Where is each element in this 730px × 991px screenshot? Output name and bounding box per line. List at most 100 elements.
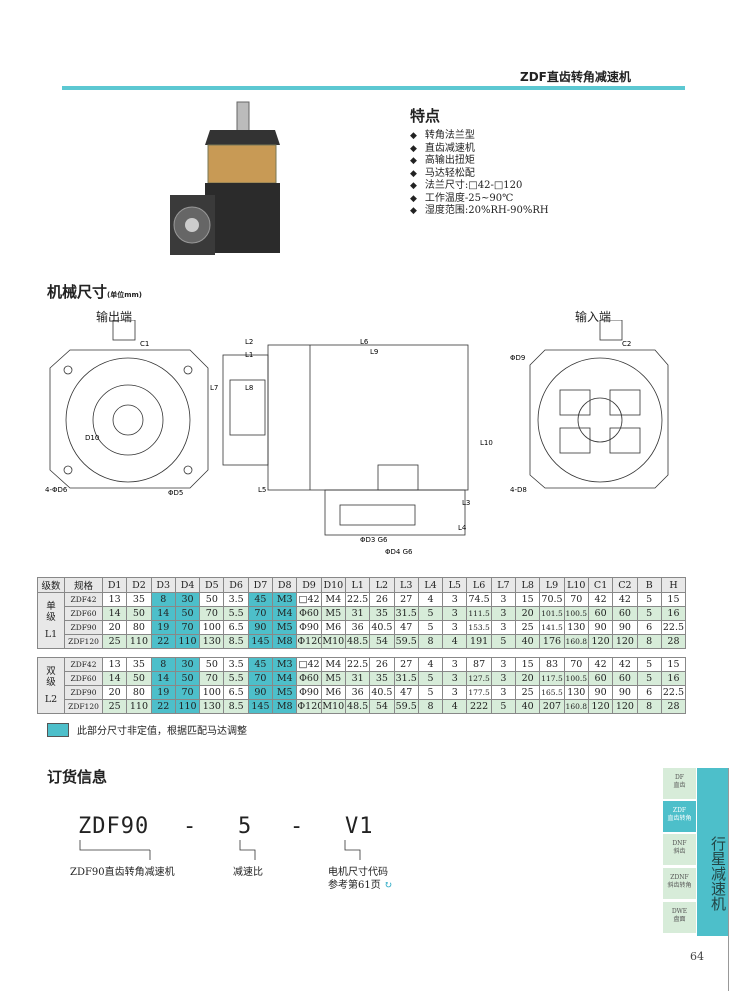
value-cell: 48.5 <box>344 699 371 714</box>
value-cell: 4 <box>417 592 444 607</box>
column-header: D9 <box>296 577 322 593</box>
value-cell: 3 <box>490 685 517 700</box>
value-cell: □42 <box>296 592 322 607</box>
value-cell: 25 <box>101 699 128 714</box>
dimension-drawing: C1 C2 L2 L1 L6 L9 L7 L8 L5 L10 L3 L4 ΦD3… <box>45 320 669 556</box>
value-cell: 120 <box>587 699 614 714</box>
order-code-model: ZDF90 <box>78 814 150 839</box>
dim-l1: L1 <box>245 351 253 359</box>
value-cell: 4 <box>442 699 468 714</box>
value-cell: M5 <box>272 620 298 635</box>
value-cell: 8 <box>417 634 444 649</box>
feature-item: 湿度范围:20%RH-90%RH <box>410 205 549 218</box>
value-cell: M4 <box>272 671 298 686</box>
value-cell: 3.5 <box>223 657 249 672</box>
value-cell: 70 <box>247 606 274 621</box>
value-cell: 90 <box>612 685 638 700</box>
model-cell: ZDF42 <box>64 657 103 672</box>
value-cell: 3 <box>442 685 468 700</box>
value-cell: 28 <box>660 699 687 714</box>
feature-item: 工作温度-25~90℃ <box>410 193 549 206</box>
value-cell: 3.5 <box>223 592 249 607</box>
value-cell: M5 <box>320 671 346 686</box>
value-cell: 130 <box>563 620 589 635</box>
product-image <box>170 101 280 255</box>
features-title: 特点 <box>410 107 441 125</box>
value-cell: 36 <box>344 685 371 700</box>
value-cell: 60 <box>612 671 638 686</box>
value-cell: 45 <box>247 657 274 672</box>
value-cell: 59.5 <box>393 699 419 714</box>
value-cell: 19 <box>150 685 176 700</box>
value-cell: 14 <box>150 606 176 621</box>
order-label-ref[interactable]: 参考第61页 ↻ <box>328 876 392 891</box>
value-cell: 5 <box>636 671 662 686</box>
value-cell: 5 <box>636 657 662 672</box>
value-cell: 35 <box>126 657 152 672</box>
dim-l4: L4 <box>458 524 467 532</box>
value-cell: 100.5 <box>563 606 589 621</box>
value-cell: 222 <box>466 699 492 714</box>
value-cell: 22 <box>150 634 176 649</box>
feature-item: 马达轻松配 <box>410 168 549 181</box>
value-cell: 13 <box>101 592 128 607</box>
stage-label: 双级 <box>46 666 56 688</box>
value-cell: M6 <box>320 620 346 635</box>
value-cell: 31.5 <box>393 671 419 686</box>
value-cell: 8.5 <box>223 634 249 649</box>
value-cell: 70 <box>247 671 274 686</box>
value-cell: 22 <box>150 699 176 714</box>
value-cell: 48.5 <box>344 634 371 649</box>
value-cell: 4 <box>417 657 444 672</box>
column-header: D5 <box>199 577 225 593</box>
feature-item: 转角法兰型 <box>410 130 549 143</box>
value-cell: 70 <box>199 671 225 686</box>
value-cell: 59.5 <box>393 634 419 649</box>
column-header: 级数 <box>37 577 65 593</box>
value-cell: 40 <box>515 634 541 649</box>
order-label-ratio: 减速比 <box>233 867 263 878</box>
value-cell: 40.5 <box>369 685 395 700</box>
value-cell: 28 <box>660 634 687 649</box>
order-dash: - <box>183 814 198 839</box>
value-cell: 165.5 <box>539 685 565 700</box>
column-header: L10 <box>563 577 589 593</box>
value-cell: 50 <box>174 671 201 686</box>
value-cell: 111.5 <box>466 606 492 621</box>
value-cell: 8 <box>636 699 662 714</box>
value-cell: 90 <box>587 620 614 635</box>
value-cell: 130 <box>563 685 589 700</box>
value-cell: 42 <box>612 657 638 672</box>
value-cell: 19 <box>150 620 176 635</box>
model-cell: ZDF120 <box>64 634 103 649</box>
value-cell: 160.8 <box>563 634 589 649</box>
ref-page-link[interactable]: 参考第61页 <box>328 880 381 891</box>
value-cell: 50 <box>174 606 201 621</box>
value-cell: 100 <box>199 685 225 700</box>
column-header: D2 <box>126 577 152 593</box>
column-header: C2 <box>612 577 638 593</box>
value-cell: 40 <box>515 699 541 714</box>
feature-item: 直齿减速机 <box>410 143 549 156</box>
header-divider <box>62 86 685 90</box>
column-header: L4 <box>417 577 444 593</box>
value-cell: M8 <box>272 699 298 714</box>
value-cell: 3 <box>442 657 468 672</box>
value-cell: 16 <box>660 671 687 686</box>
value-cell: 101.5 <box>539 606 565 621</box>
value-cell: 176 <box>539 634 565 649</box>
value-cell: 20 <box>101 685 128 700</box>
value-cell: 90 <box>247 685 274 700</box>
value-cell: 22.5 <box>660 685 687 700</box>
column-header: D4 <box>174 577 201 593</box>
value-cell: M4 <box>320 592 346 607</box>
